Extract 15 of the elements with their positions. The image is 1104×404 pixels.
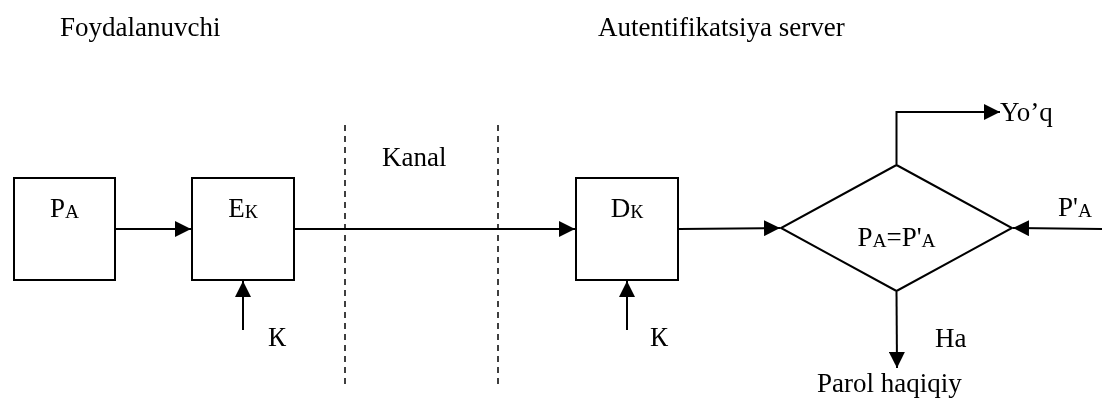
arrow	[619, 280, 635, 331]
arrow	[888, 291, 905, 369]
arrow	[1012, 220, 1103, 237]
arrow	[678, 220, 781, 237]
key-label: К	[650, 322, 668, 353]
arrow	[115, 221, 192, 237]
output-label: Yo’q	[1000, 97, 1072, 127]
result-label: Parol haqiqiy	[817, 368, 977, 402]
arrow	[895, 104, 1001, 165]
group-heading: Autentifikatsiya server	[598, 12, 845, 43]
group-heading: Foydalanuvchi	[60, 12, 221, 43]
arrow	[235, 280, 251, 331]
channel-label: Kanal	[382, 142, 447, 173]
arrow	[294, 221, 576, 237]
key-label: К	[268, 322, 286, 353]
